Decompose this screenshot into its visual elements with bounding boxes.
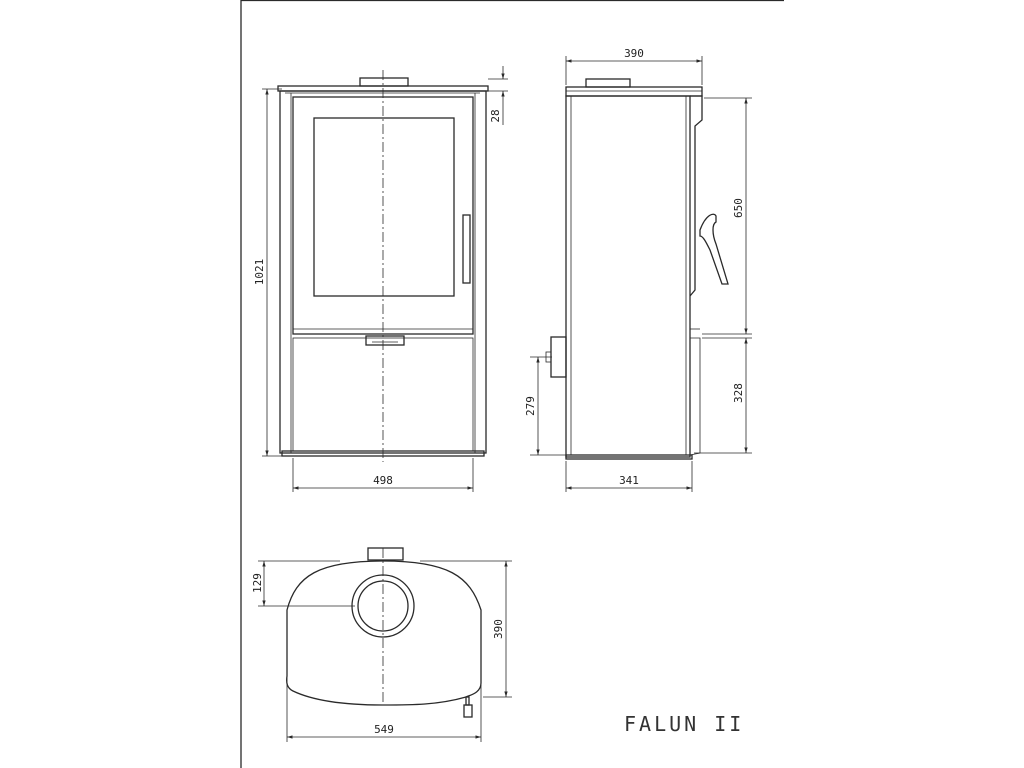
front-top-offset-label: 28	[489, 109, 502, 122]
top-flue-offset-label: 129	[251, 573, 264, 593]
side-outlet-height-label: 279	[524, 396, 537, 416]
side-flue-collar	[585, 78, 631, 88]
top-depth-label: 390	[492, 619, 505, 639]
top-view: 549 390 129	[251, 547, 512, 742]
front-height-label: 1021	[253, 259, 266, 286]
front-view: 1021 498 28	[253, 66, 508, 492]
side-top-plate	[565, 86, 703, 97]
front-door-handle	[462, 214, 471, 284]
model-title: FALUN II	[624, 712, 744, 736]
side-lower-height-label: 328	[732, 383, 745, 403]
side-base	[565, 454, 693, 460]
side-door-handle	[699, 213, 729, 285]
top-control-rod	[465, 696, 470, 706]
side-body	[565, 95, 691, 458]
front-width-label: 498	[373, 474, 393, 487]
top-outline	[286, 560, 482, 706]
side-width-top-label: 390	[624, 47, 644, 60]
front-flue-collar	[359, 77, 409, 87]
side-view: 390 341 650 328 279	[524, 47, 752, 492]
front-ash-handle	[365, 335, 405, 346]
side-door-height-label: 650	[732, 198, 745, 218]
side-width-bottom-label: 341	[619, 474, 639, 487]
side-air-knob	[550, 336, 567, 378]
top-flue-stub	[367, 547, 404, 561]
front-glass	[313, 117, 455, 297]
top-width-label: 549	[374, 723, 394, 736]
